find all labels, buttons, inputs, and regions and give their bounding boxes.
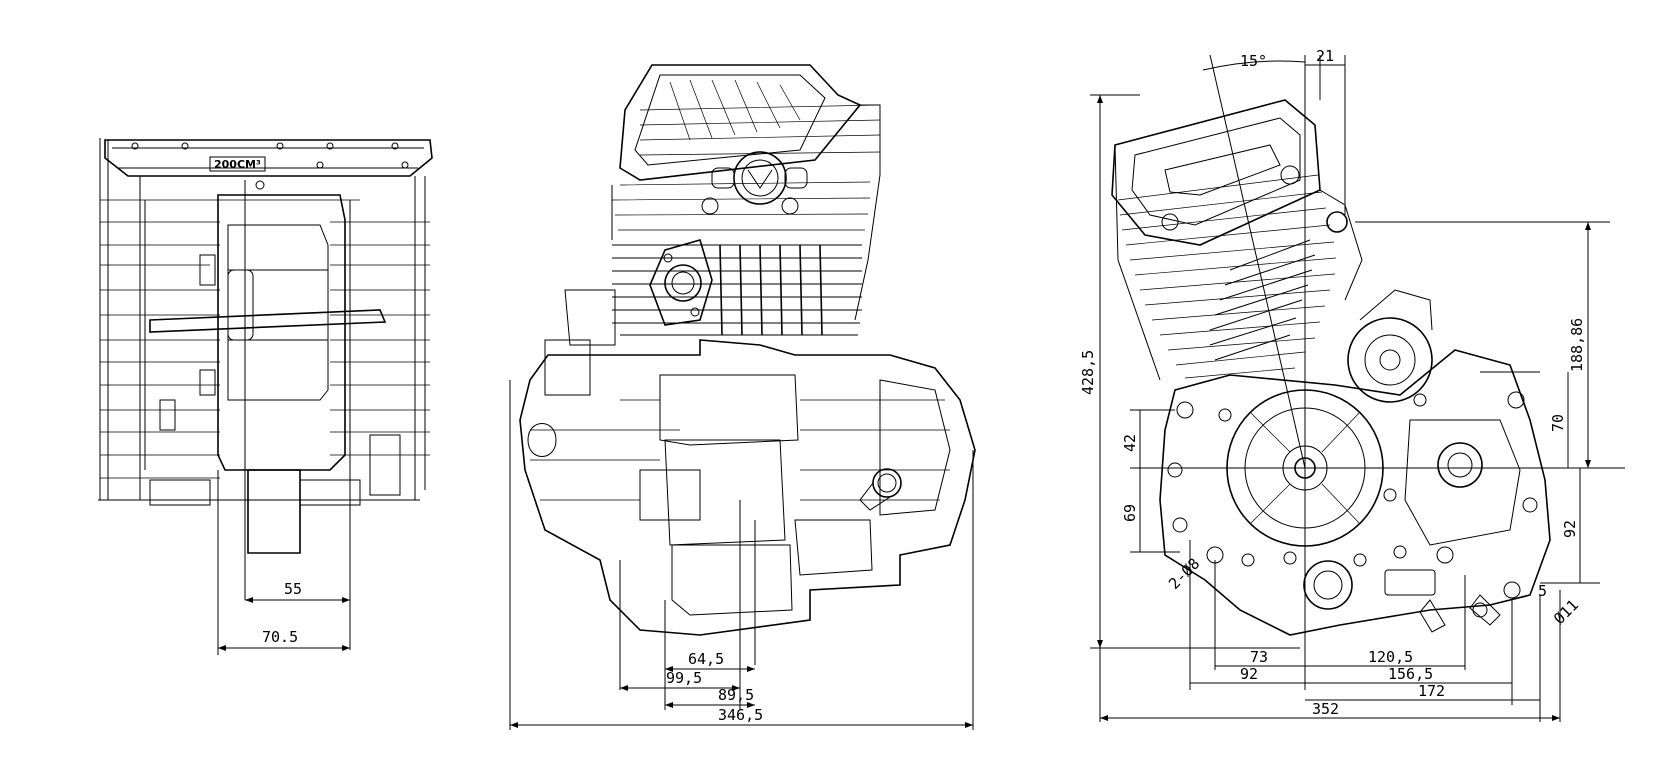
dim-120-5: 120,5: [1368, 648, 1413, 666]
dim-428-5: 428,5: [1079, 350, 1097, 395]
dim-188-86: 188,86: [1568, 318, 1586, 372]
dim-89-5: 89,5: [718, 686, 754, 704]
dim-92-horizontal: 92: [1240, 665, 1258, 683]
dim-70-5: 70.5: [262, 628, 298, 646]
capacity-stamp: 200CM³: [214, 158, 261, 171]
dim-42: 42: [1121, 434, 1139, 452]
dim-346-5: 346,5: [718, 706, 763, 724]
dim-64-5: 64,5: [688, 650, 724, 668]
dim-69: 69: [1121, 504, 1139, 522]
dim-156-5: 156,5: [1388, 665, 1433, 683]
dim-99-5: 99,5: [666, 669, 702, 687]
side-view: 200CM³ 55 70.5: [98, 138, 433, 655]
dim-70: 70: [1549, 414, 1567, 432]
dim-92-vertical: 92: [1561, 520, 1579, 538]
dim-73: 73: [1250, 648, 1268, 666]
dim-5: 5: [1538, 582, 1547, 600]
dim-55: 55: [284, 580, 302, 598]
dim-2-dia-8: 2-Ø8: [1165, 555, 1203, 593]
cylinder-fins-right: [1117, 174, 1337, 379]
cylinder-fins: [612, 244, 862, 336]
dim-352: 352: [1312, 700, 1339, 718]
front-view: 64,5 99,5 89,5 346,5: [509, 64, 976, 730]
dim-172: 172: [1418, 682, 1445, 700]
right-view: 15° 21 428,5 42 69 188,86 70 92 2-Ø8 Ø11…: [1079, 47, 1625, 722]
dim-21: 21: [1316, 47, 1334, 65]
dim-dia-11: Ø11: [1550, 596, 1582, 628]
dim-angle-15: 15°: [1240, 52, 1267, 70]
